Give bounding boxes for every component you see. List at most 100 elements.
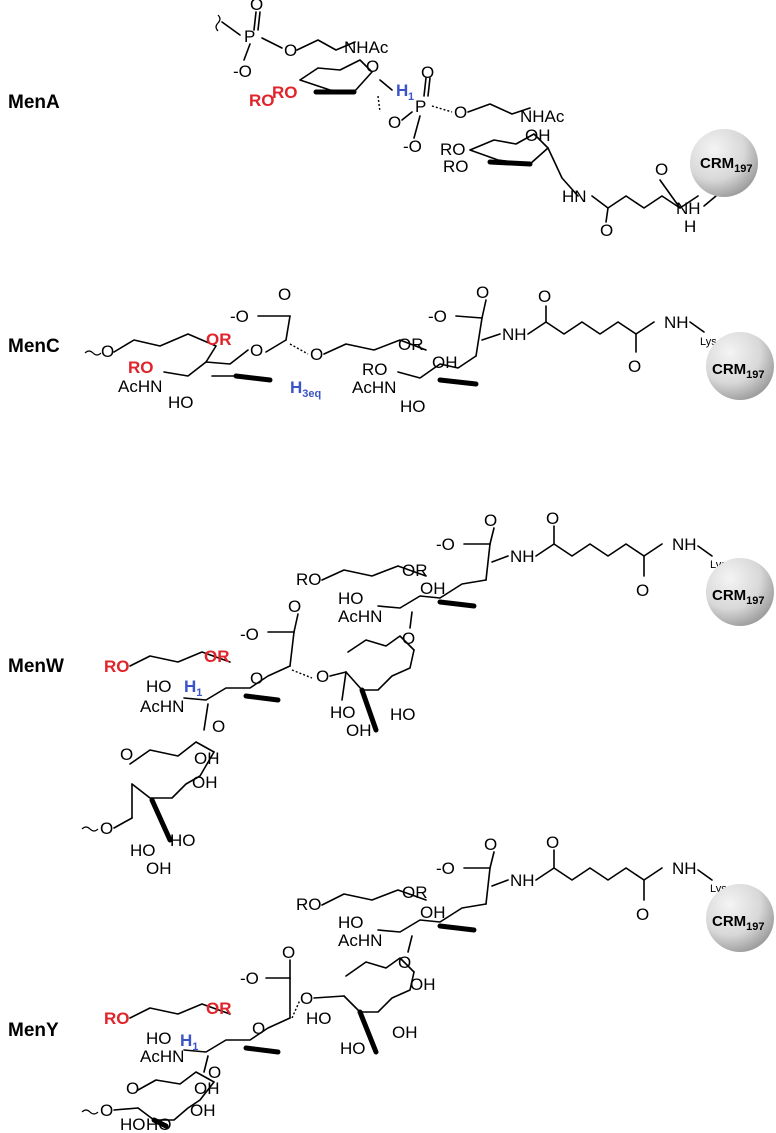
mena-wavy-bond — [215, 14, 221, 32]
meny-oxo-1: O — [484, 835, 497, 854]
menc-bond — [481, 333, 501, 341]
mena-phosphorus-2: P — [415, 97, 426, 116]
menc-nh-2: NH — [664, 313, 689, 332]
menc-ro-black: RO — [362, 360, 388, 379]
mena-bond — [261, 37, 283, 49]
menw-oh-4: OH — [194, 749, 220, 768]
meny-ho-6: HO — [146, 1115, 172, 1133]
menw-achn-1: AcHN — [338, 607, 382, 626]
mena-oxo-1: O — [250, 0, 263, 14]
menc-o-minus-1: -O — [230, 307, 249, 326]
meny-bond — [485, 867, 491, 905]
menc-o-glyco: O — [310, 345, 323, 364]
menw-oxo-4: O — [288, 597, 301, 616]
menw-bond — [129, 741, 215, 765]
menc-bond — [455, 315, 483, 319]
menw-bond — [359, 687, 379, 733]
menw-ring-o: O — [250, 669, 263, 688]
menw-structure: MenW RO OR HO OH AcHN O O -O NH O O NH L… — [8, 509, 774, 878]
menw-achn-2: AcHN — [140, 697, 184, 716]
menc-oh-2: OH — [432, 353, 458, 372]
menw-bond — [377, 579, 487, 609]
mena-bond — [299, 59, 373, 93]
menc-oxo-3: O — [538, 287, 551, 306]
mena-o-link-1: O — [284, 41, 297, 60]
menc-or-black: OR — [398, 335, 424, 354]
menw-bond — [291, 669, 313, 679]
menw-ho-1: HO — [338, 589, 364, 608]
mena-nhac-1: NHAc — [344, 38, 389, 57]
menw-bond — [321, 565, 427, 581]
menw-oxo-3: O — [636, 581, 649, 600]
menw-o-glyco: O — [316, 667, 329, 686]
menw-o-link-up: O — [402, 629, 415, 648]
menc-label: MenC — [8, 336, 60, 357]
meny-bond — [321, 889, 427, 906]
meny-label: MenY — [8, 1020, 59, 1041]
menw-bond — [293, 613, 299, 633]
menw-bond — [243, 693, 281, 703]
mena-ro-red-1: RO — [249, 91, 275, 110]
mena-bond — [296, 39, 356, 51]
meny-bond — [535, 867, 663, 881]
menc-o-minus-2: -O — [428, 307, 447, 326]
meny-oh-4: OH — [194, 1079, 220, 1098]
mena-bond — [431, 105, 453, 113]
meny-o-link-low: O — [208, 1063, 221, 1082]
menw-nh-1: NH — [510, 547, 535, 566]
mena-bond — [605, 207, 609, 223]
mena-oxo-4: O — [655, 160, 668, 179]
mena-o-minus-1: -O — [233, 62, 252, 81]
menw-bond — [409, 611, 413, 629]
menc-bond — [113, 333, 217, 363]
meny-bond — [291, 999, 301, 1019]
menw-ro-black: RO — [296, 570, 322, 589]
meny-ho-1: HO — [338, 913, 364, 932]
mena-bond — [413, 115, 421, 139]
menc-achn-2: AcHN — [352, 378, 396, 397]
mena-bond — [379, 79, 393, 91]
mena-oxo-2: O — [421, 63, 434, 82]
meny-bond — [345, 957, 415, 977]
meny-ho-5: HO — [120, 1115, 146, 1133]
menc-structure: MenC O OR RO AcHN HO H3eq O O -O O OR RO… — [8, 283, 774, 416]
menw-bond — [183, 665, 291, 701]
menw-bond — [697, 545, 713, 557]
mena-o-minus-2: -O — [403, 137, 422, 156]
meny-h1: H1 — [180, 1031, 198, 1053]
meny-crm-label: CRM197 — [712, 913, 765, 933]
meny-o-link-end: O — [100, 1101, 113, 1120]
menc-crm-label: CRM197 — [712, 361, 765, 381]
mena-nh: NH — [676, 199, 701, 218]
menc-ho-1: HO — [168, 393, 194, 412]
menw-o-minus-2: -O — [240, 625, 259, 644]
mena-bond — [703, 195, 717, 207]
menw-bond — [491, 555, 509, 563]
mena-bond — [423, 77, 427, 97]
mena-ro-red-2: RO — [272, 83, 298, 102]
mena-h: H — [684, 217, 696, 236]
mena-bond — [547, 147, 579, 197]
meny-bond — [491, 879, 509, 887]
menw-bond — [131, 751, 215, 799]
mena-label: MenA — [8, 92, 60, 113]
meny-bond — [437, 923, 477, 933]
meny-bond — [243, 1045, 281, 1055]
menc-ring-o-1: O — [250, 341, 263, 360]
mena-ro-black-1: RO — [440, 140, 466, 159]
mena-bond — [221, 21, 241, 36]
menw-oxo-1: O — [484, 511, 497, 530]
meny-crm-sphere — [706, 884, 774, 952]
menc-bond — [689, 321, 705, 333]
menw-ring-o-2: O — [120, 745, 133, 764]
mena-h1-label: H — [396, 81, 408, 100]
menc-ho-2: HO — [400, 397, 426, 416]
menw-oh-5: OH — [192, 773, 218, 792]
menc-bond — [265, 339, 287, 353]
menc-h3eq: H3eq — [290, 378, 321, 400]
meny-bond — [343, 971, 415, 1013]
mena-o-link-3: O — [454, 103, 467, 122]
menc-bond — [323, 339, 427, 355]
menc-bond — [481, 299, 487, 319]
menw-bond — [149, 797, 173, 843]
